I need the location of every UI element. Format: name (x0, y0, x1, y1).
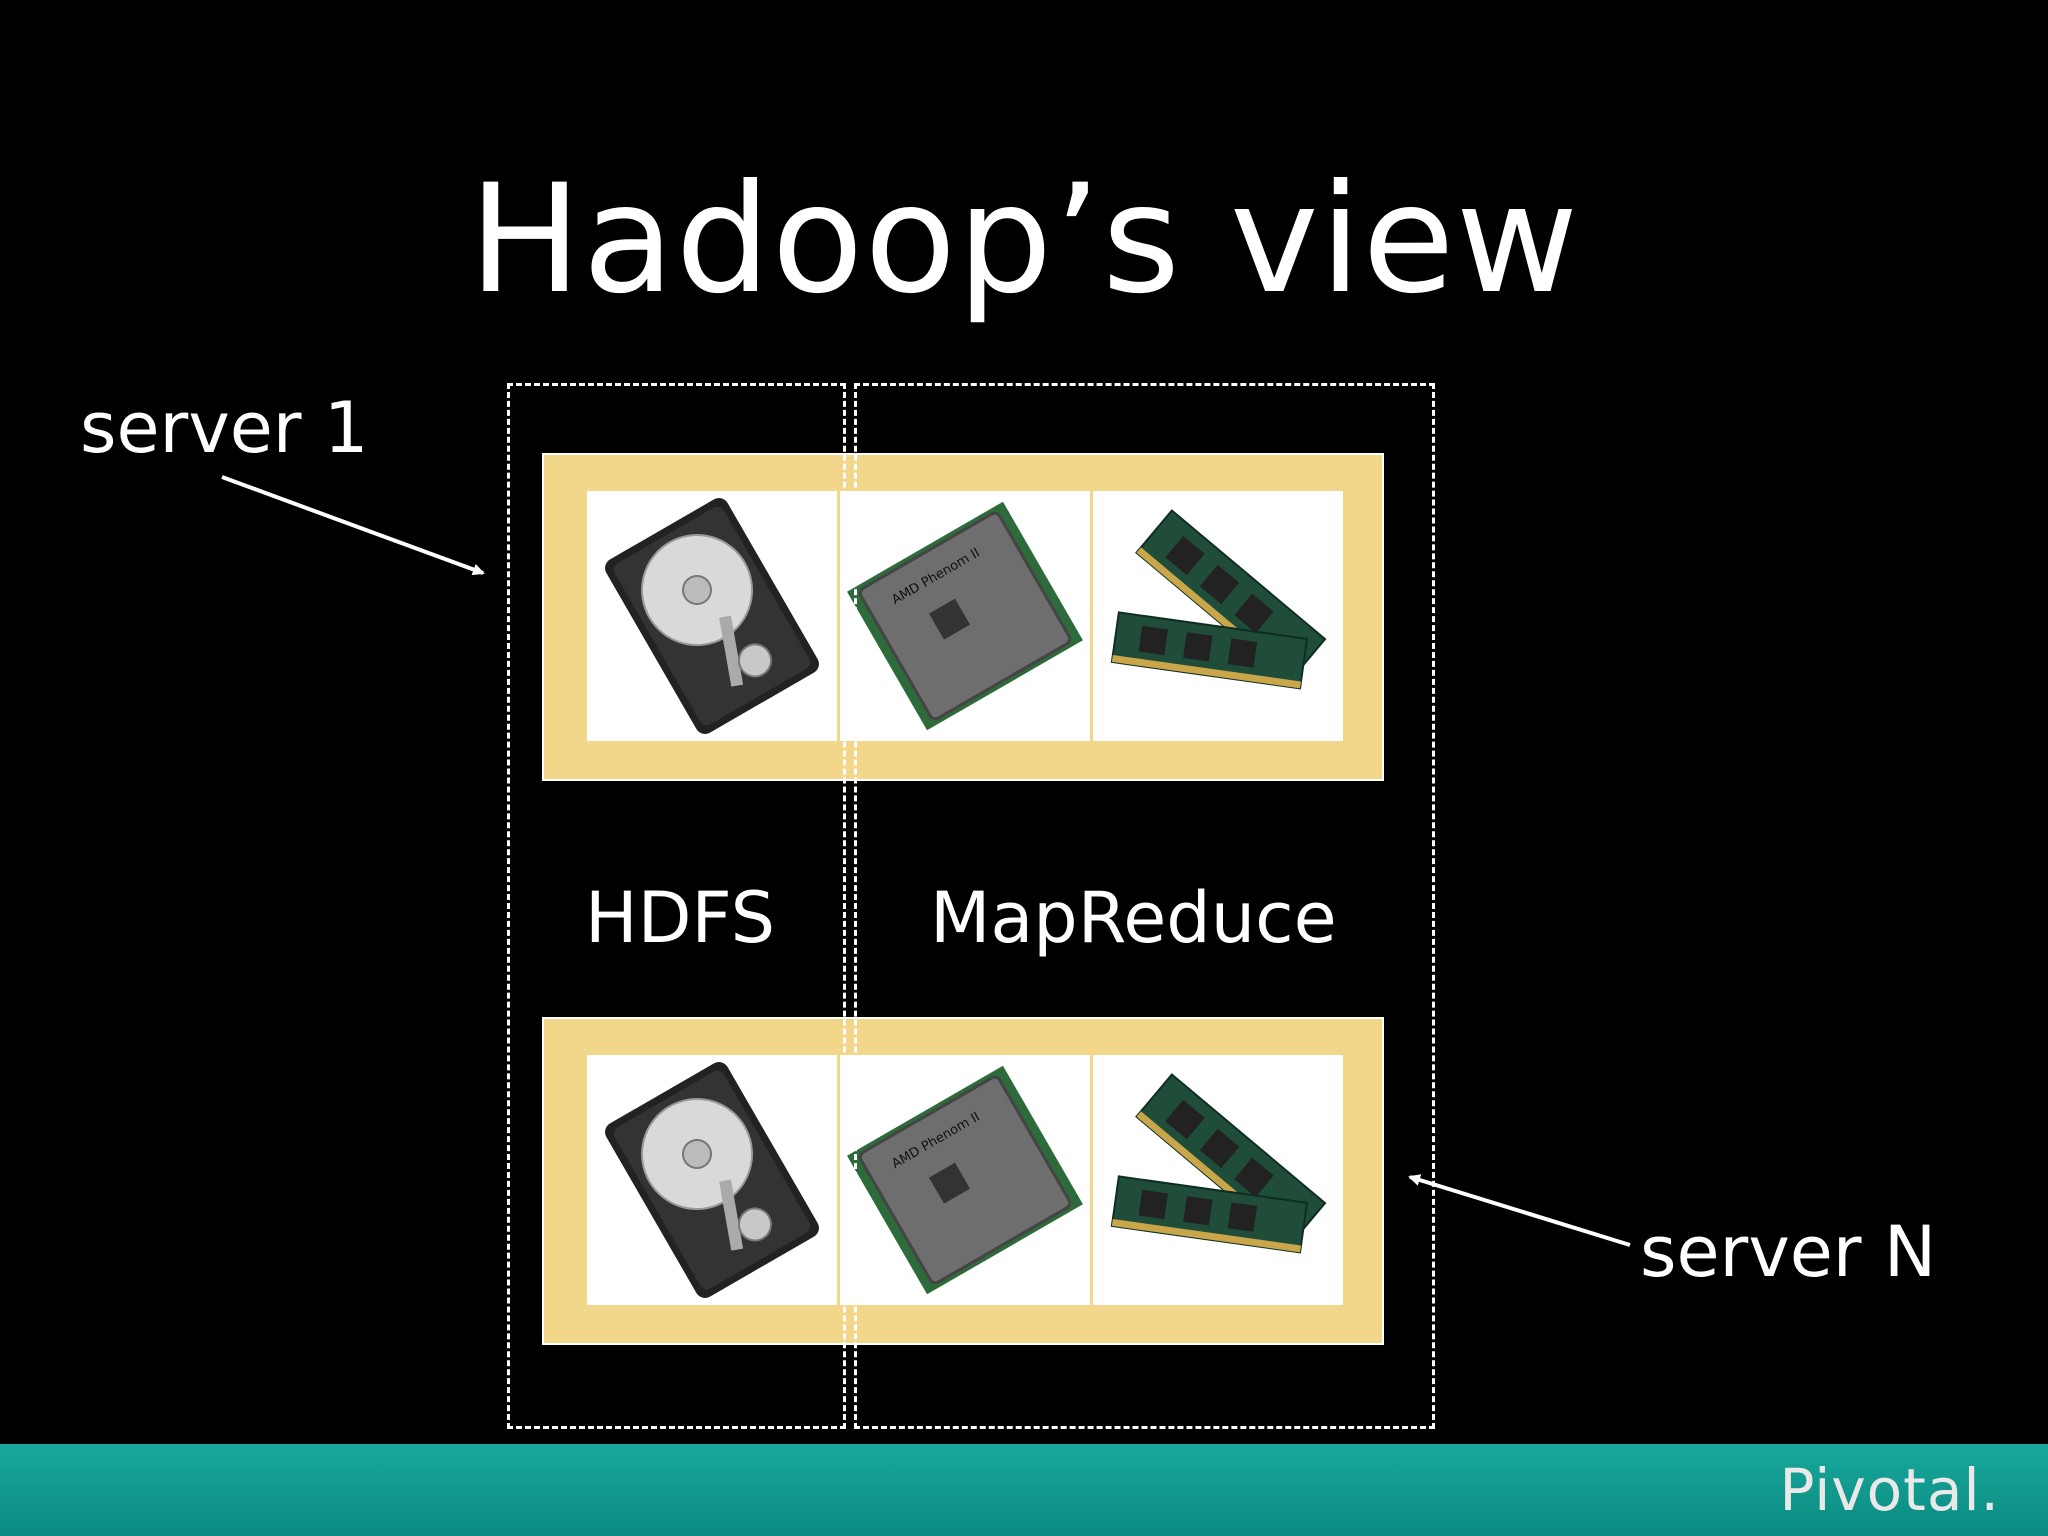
mapreduce-dashed-box (854, 383, 1435, 1429)
server-1-panel: AMD Phenom II (542, 453, 1384, 781)
hdfs-dashed-box (507, 383, 846, 1429)
server-1-arrow (221, 475, 485, 576)
mapreduce-label: MapReduce (930, 877, 1337, 959)
hard-drive-icon (587, 1055, 837, 1305)
hdfs-label: HDFS (585, 877, 776, 959)
hard-drive-icon (587, 491, 837, 741)
cpu-processor-icon: AMD Phenom II (840, 1055, 1090, 1305)
server-n-arrow (1408, 1174, 1631, 1247)
pivotal-logo: Pivotal. (1779, 1456, 2000, 1524)
server-n-label: server N (1640, 1211, 1937, 1293)
cpu-processor-icon: AMD Phenom II (840, 491, 1090, 741)
memory-module-icon (1093, 1055, 1343, 1305)
footer-bar: Pivotal. (0, 1444, 2048, 1536)
memory-module-icon (1093, 491, 1343, 741)
server-n-panel: AMD Phenom II (542, 1017, 1384, 1345)
server-1-label: server 1 (80, 387, 369, 469)
slide-title: Hadoop’s view (468, 153, 1580, 327)
